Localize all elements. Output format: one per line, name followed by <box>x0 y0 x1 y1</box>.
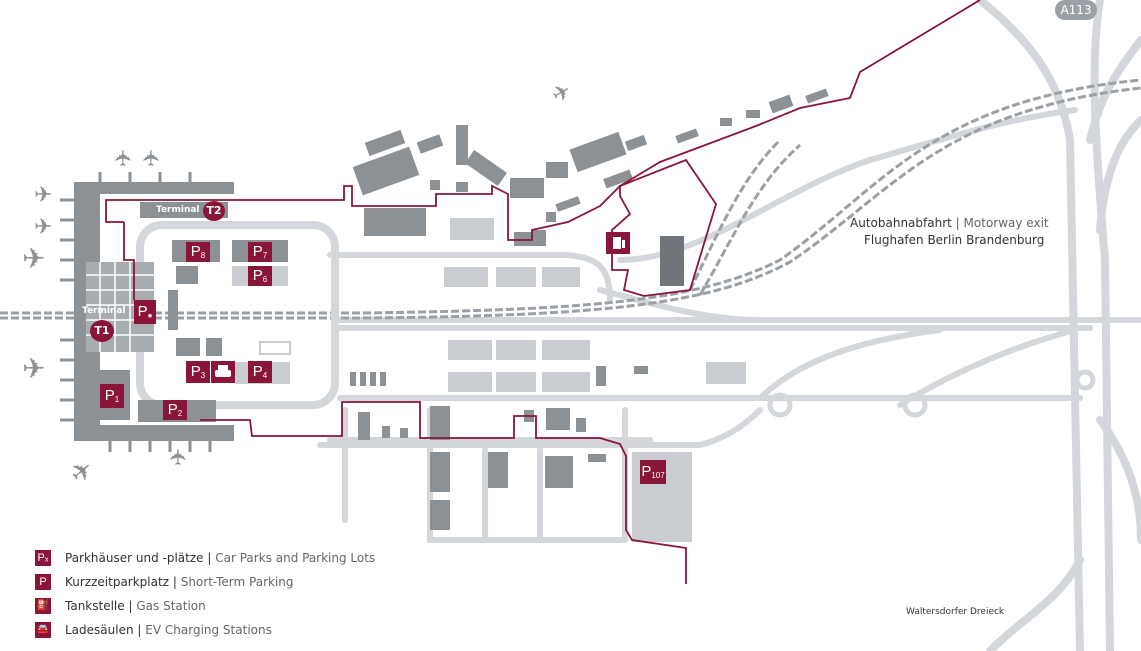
legend-de: Ladesäulen <box>65 623 134 637</box>
parking-p4-marker[interactable]: P4 <box>248 361 272 383</box>
parking-p7-marker[interactable]: P7 <box>248 242 272 262</box>
separator: | <box>137 623 142 637</box>
p3-number: 3 <box>200 371 206 380</box>
p-letter: P <box>252 243 263 260</box>
northern-buildings <box>352 88 829 286</box>
p-letter: P <box>137 303 148 320</box>
legend-de: Parkhäuser und -plätze <box>65 551 204 565</box>
parking-p2-marker[interactable]: P2 <box>163 400 187 420</box>
airport-boundary <box>105 0 981 241</box>
short-term-parking-icon: P <box>35 574 51 590</box>
legend-en: Gas Station <box>136 599 206 613</box>
legend-en: Car Parks and Parking Lots <box>215 551 376 565</box>
p8-number: 8 <box>200 251 206 260</box>
parking-p8-marker[interactable]: P8 <box>186 242 210 262</box>
legend-de: Kurzzeitparkplatz <box>65 575 169 589</box>
ev-charging-icon: 🚘 <box>35 622 51 638</box>
p-letter: P <box>190 243 201 260</box>
parking-icon: Pₓ <box>35 550 51 566</box>
parking-p1-marker[interactable]: P1 <box>100 384 124 408</box>
legend-de: Tankstelle <box>65 599 125 613</box>
p6-number: 6 <box>262 275 268 284</box>
svg-text:✈: ✈ <box>167 448 192 466</box>
terminal-1-label: Terminal <box>82 306 126 316</box>
p2-number: 2 <box>177 409 183 418</box>
terminal-1-building <box>74 182 234 441</box>
motorway-exit-label: Autobahnabfahrt | Motorway exit <box>850 216 1049 230</box>
legend-item-ev: 🚘 Ladesäulen | EV Charging Stations <box>35 618 375 642</box>
motorway-exit-en: Motorway exit <box>963 216 1049 230</box>
legend-en: EV Charging Stations <box>145 623 272 637</box>
legend-item-gas: ⛽ Tankstelle | Gas Station <box>35 594 375 618</box>
p-letter: P <box>641 463 652 480</box>
a113-highway-badge: A113 <box>1055 0 1097 20</box>
terminal-2-marker[interactable]: T2 <box>203 201 225 221</box>
svg-text:✈: ✈ <box>548 78 576 109</box>
legend: Pₓ Parkhäuser und -plätze | Car Parks an… <box>35 546 375 642</box>
junction-label: Waltersdorfer Dreieck <box>906 607 1005 617</box>
motorway-exit-de: Autobahnabfahrt <box>850 216 952 230</box>
svg-text:✈: ✈ <box>34 215 52 240</box>
motorway-exit-name: Flughafen Berlin Brandenburg <box>864 233 1045 247</box>
separator: | <box>128 599 133 613</box>
p7-number: 7 <box>262 251 268 260</box>
legend-item-parking: Pₓ Parkhäuser und -plätze | Car Parks an… <box>35 546 375 570</box>
rail-lines <box>0 78 1141 320</box>
separator: | <box>207 551 212 565</box>
parking-p107-marker[interactable]: P107 <box>640 460 666 484</box>
terminal-2-label: Terminal <box>156 205 200 215</box>
svg-text:✈: ✈ <box>22 242 45 275</box>
p-letter: P <box>104 387 115 404</box>
p4-number: 4 <box>262 371 268 380</box>
short-term-parking-marker[interactable]: P● <box>134 300 156 324</box>
p-letter: P <box>252 363 263 380</box>
motorway-roads <box>976 0 1141 651</box>
legend-item-short-term: P Kurzzeitparkplatz | Short-Term Parking <box>35 570 375 594</box>
separator: | <box>172 575 177 589</box>
southern-buildings <box>350 366 648 530</box>
gas-station-icon: ⛽ <box>35 598 51 614</box>
svg-text:✈: ✈ <box>64 454 100 491</box>
separator: | <box>955 216 960 230</box>
parking-p6-marker[interactable]: P6 <box>248 266 272 286</box>
parking-p3-marker[interactable]: P3 <box>186 361 210 383</box>
svg-text:✈: ✈ <box>112 149 137 167</box>
svg-text:✈: ✈ <box>22 352 45 385</box>
legend-en: Short-Term Parking <box>180 575 294 589</box>
p-letter: P <box>190 363 201 380</box>
gates <box>60 172 212 452</box>
terminal-1-marker[interactable]: T1 <box>90 320 114 342</box>
svg-text:✈: ✈ <box>34 183 52 208</box>
p-letter: P <box>167 401 178 418</box>
p107-number: 107 <box>651 471 665 480</box>
p1-number: 1 <box>114 395 120 404</box>
p-letter: P <box>252 267 263 284</box>
svg-text:✈: ✈ <box>140 149 165 167</box>
